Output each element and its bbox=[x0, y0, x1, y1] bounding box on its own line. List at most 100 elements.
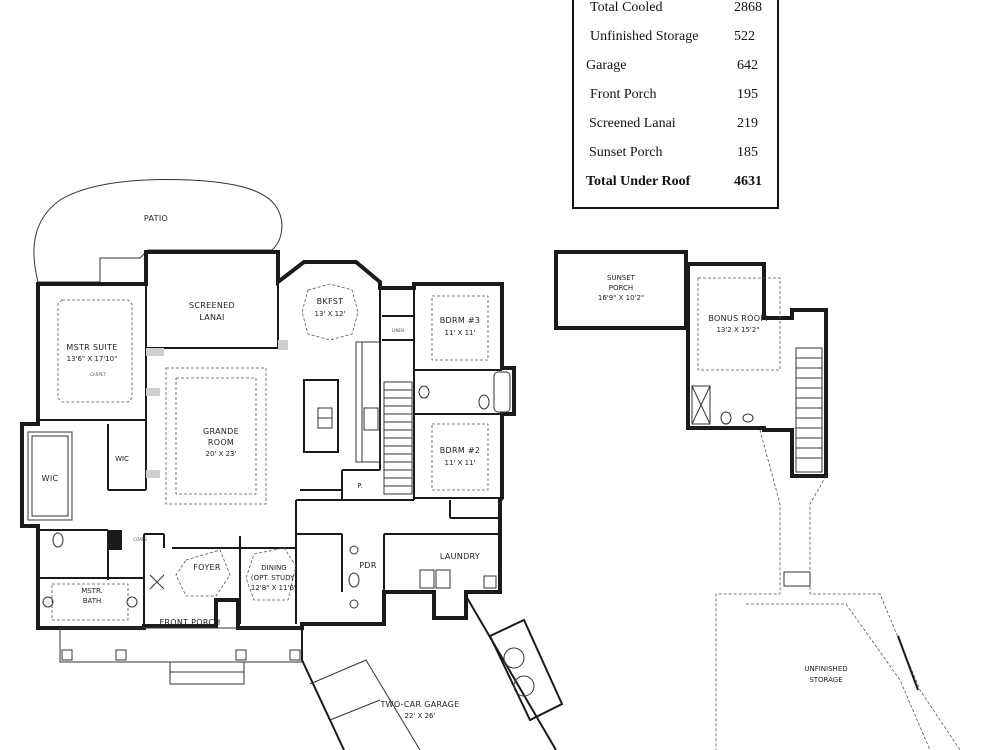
mstr-suite-label: MSTR SUITE bbox=[66, 343, 117, 352]
area-row-value: 4631 bbox=[734, 174, 762, 189]
storage-label-2: STORAGE bbox=[809, 676, 842, 684]
front-porch-slab bbox=[59, 627, 303, 663]
master-shower-x2 bbox=[149, 574, 165, 590]
bdrm3-label: BDRM #3 bbox=[440, 316, 481, 325]
area-row-value: 2868 bbox=[734, 0, 762, 15]
porch-columns bbox=[61, 649, 301, 661]
bkfst-label: BKFST bbox=[317, 297, 344, 306]
storage-label-1: UNFINISHED bbox=[804, 665, 847, 673]
screened-lanai-label-2: LANAI bbox=[199, 313, 224, 322]
hall-bath-sink bbox=[418, 385, 430, 399]
ac-unit-2 bbox=[513, 675, 535, 697]
patio-label: PATIO bbox=[144, 214, 168, 223]
dining-label-1: DINING bbox=[261, 564, 286, 572]
laundry-label: LAUNDRY bbox=[440, 552, 480, 561]
unfinished-storage-outline bbox=[715, 429, 961, 750]
area-row-label: Total Under Roof bbox=[586, 174, 691, 189]
bdrm2-dimensions: 11' X 11' bbox=[445, 459, 476, 467]
main-house-walls bbox=[20, 250, 516, 630]
bkfst-dimensions: 13' X 12' bbox=[315, 310, 346, 318]
sunset-porch-label-2: PORCH bbox=[609, 284, 633, 292]
front-porch-label: FRONT PORCH bbox=[159, 618, 220, 627]
coats-label: COATS bbox=[133, 537, 147, 542]
master-toilet bbox=[52, 532, 64, 548]
grande-room-label-1: GRANDE bbox=[203, 427, 239, 436]
area-row-label: Garage bbox=[586, 58, 627, 73]
ceiling-outlines bbox=[51, 283, 489, 621]
master-sink-right bbox=[126, 596, 138, 608]
bonus-bath-shower bbox=[691, 385, 711, 425]
patio-outline bbox=[33, 179, 283, 283]
garage-outline bbox=[309, 659, 421, 750]
garage-label: TWO-CAR GARAGE bbox=[379, 700, 459, 709]
area-row: Front Porch 195 bbox=[574, 87, 777, 109]
grey-wall-segments bbox=[146, 340, 288, 478]
garage-walls bbox=[301, 595, 557, 750]
foyer-label: FOYER bbox=[193, 563, 221, 572]
area-row-label: Sunset Porch bbox=[589, 145, 663, 160]
kitchen-sink-basin-1 bbox=[317, 407, 333, 419]
pantry-label: P. bbox=[357, 482, 362, 490]
main-stairs bbox=[383, 381, 413, 495]
area-row-value: 522 bbox=[734, 29, 755, 44]
pdr-toilet bbox=[348, 572, 360, 588]
area-row-label: Total Cooled bbox=[590, 0, 663, 15]
area-table: Total Cooled 2868 Unfinished Storage 522… bbox=[572, 0, 779, 209]
area-row-value: 195 bbox=[737, 87, 758, 102]
area-row-value: 642 bbox=[737, 58, 758, 73]
linen-label: LINEN bbox=[392, 328, 404, 333]
wic-left-label: WIC bbox=[42, 474, 59, 483]
area-row-total: Total Under Roof 4631 bbox=[574, 174, 777, 196]
area-row: Unfinished Storage 522 bbox=[574, 29, 777, 51]
dining-dimensions: 12'8" X 11'6" bbox=[251, 584, 297, 592]
wic-right-label: WIC bbox=[115, 455, 129, 463]
interior-walls bbox=[38, 282, 502, 626]
bdrm3-dimensions: 11' X 11' bbox=[445, 329, 476, 337]
area-row-label: Screened Lanai bbox=[589, 116, 676, 131]
bonus-toilet bbox=[720, 411, 732, 425]
carpet-label: CARPET bbox=[90, 372, 106, 377]
coats-closet-block bbox=[108, 530, 122, 550]
wic-left-shelf bbox=[31, 435, 69, 517]
bonus-room-dimensions: 13'2 X 15'2" bbox=[716, 326, 759, 334]
laundry-sink bbox=[483, 575, 497, 589]
pdr-sink-2 bbox=[349, 599, 359, 609]
mstr-bath-label-1: MSTR. bbox=[81, 587, 103, 595]
dryer bbox=[435, 569, 451, 589]
area-row-value: 219 bbox=[737, 116, 758, 131]
bonus-sink bbox=[742, 413, 754, 423]
kitchen-range bbox=[363, 407, 379, 431]
bdrm2-label: BDRM #2 bbox=[440, 446, 481, 455]
area-row: Total Cooled 2868 bbox=[574, 0, 777, 22]
garage-mech-room bbox=[488, 618, 564, 722]
pdr-label: PDR bbox=[359, 561, 377, 570]
wic-left-inner bbox=[27, 431, 73, 521]
mstr-suite-dimensions: 13'6" X 17'10" bbox=[67, 355, 118, 363]
front-steps bbox=[169, 661, 245, 685]
hall-bath-tub bbox=[493, 371, 511, 413]
pdr-sink bbox=[349, 545, 359, 555]
hall-bath-toilet bbox=[478, 394, 490, 410]
kitchen-counter bbox=[355, 341, 381, 463]
garage-dimensions: 22' X 26' bbox=[405, 712, 436, 720]
master-sink-left bbox=[42, 596, 54, 608]
grande-room-label-2: ROOM bbox=[208, 438, 234, 447]
dining-label-2: (OPT. STUDY) bbox=[251, 574, 297, 582]
area-row: Screened Lanai 219 bbox=[574, 116, 777, 138]
area-row-label: Unfinished Storage bbox=[590, 29, 699, 44]
bonus-shower-x2 bbox=[691, 385, 711, 425]
bonus-room-label: BONUS ROOM bbox=[708, 314, 767, 323]
grande-room-dimensions: 20' X 23' bbox=[206, 450, 237, 458]
screened-lanai-label-1: SCREENED bbox=[189, 301, 235, 310]
area-row-value: 185 bbox=[737, 145, 758, 160]
bonus-room-ceiling bbox=[697, 277, 781, 371]
bonus-stairs bbox=[795, 347, 823, 473]
ac-unit-1 bbox=[503, 647, 525, 669]
area-row: Garage 642 bbox=[574, 58, 777, 80]
sunset-porch-label-1: SUNSET bbox=[607, 274, 636, 282]
kitchen-sink-basin-2 bbox=[317, 417, 333, 429]
area-row: Sunset Porch 185 bbox=[574, 145, 777, 167]
kitchen-island bbox=[303, 379, 339, 453]
